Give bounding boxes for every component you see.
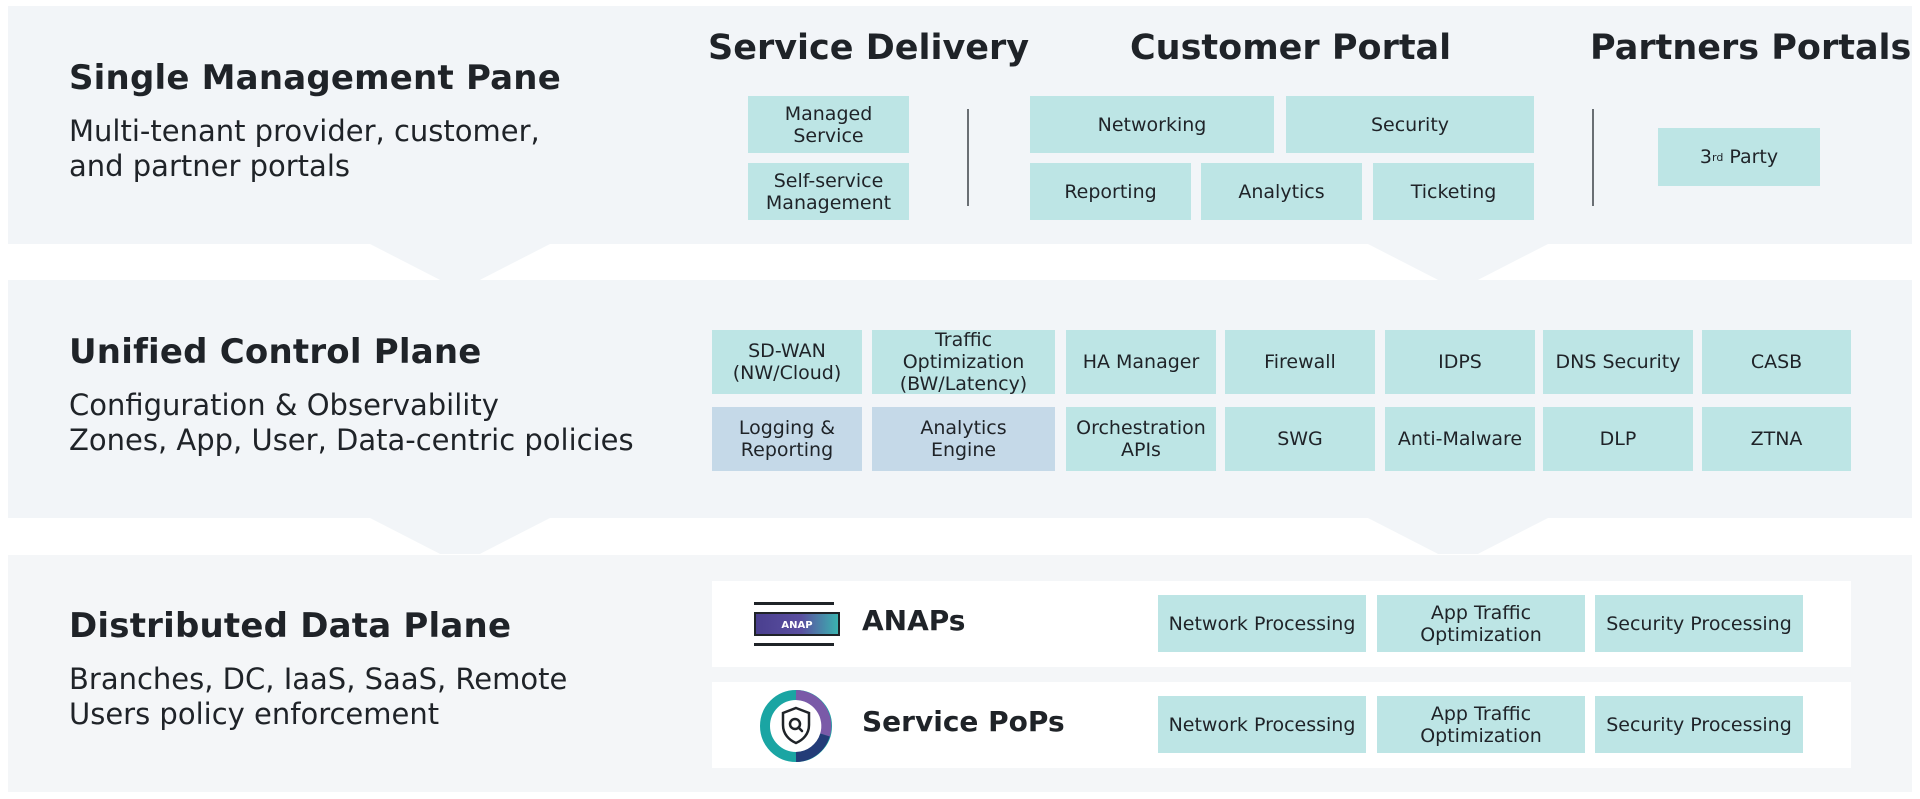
idps-box: IDPS	[1385, 330, 1535, 394]
firewall-box: Firewall	[1225, 330, 1375, 394]
management-plane-subtitle: Multi-tenant provider, customer, and par…	[69, 114, 540, 183]
dns-security-box: DNS Security	[1543, 330, 1693, 394]
ha-manager-box: HA Manager	[1066, 330, 1216, 394]
networking-box: Networking	[1030, 96, 1274, 153]
pop-app-traffic-optimization-box: App Traffic Optimization	[1377, 696, 1585, 753]
anap-network-processing-box: Network Processing	[1158, 595, 1366, 652]
security-box: Security	[1286, 96, 1534, 153]
casb-box: CASB	[1702, 330, 1851, 394]
third-party-number: 3	[1699, 146, 1712, 168]
management-plane-title: Single Management Pane	[69, 58, 561, 98]
control-plane-subtitle: Configuration & Observability Zones, App…	[69, 388, 634, 457]
ztna-box: ZTNA	[1702, 407, 1851, 471]
chevron-connector	[370, 518, 550, 554]
analytics-engine-box: Analytics Engine	[872, 407, 1055, 471]
data-plane-title: Distributed Data Plane	[69, 606, 512, 646]
anti-malware-box: Anti-Malware	[1385, 407, 1535, 471]
divider	[1592, 109, 1594, 206]
orchestration-apis-box: Orchestration APIs	[1066, 407, 1216, 471]
sd-wan-box: SD-WAN (NW/Cloud)	[712, 330, 862, 394]
service-pops-label: Service PoPs	[862, 705, 1065, 738]
divider	[967, 109, 969, 206]
service-delivery-heading: Service Delivery	[708, 28, 1030, 68]
dlp-box: DLP	[1543, 407, 1693, 471]
chevron-connector	[370, 244, 550, 280]
ticketing-box: Ticketing	[1373, 163, 1534, 220]
managed-service-box: Managed Service	[748, 96, 909, 153]
shield-search-icon	[758, 688, 834, 764]
anap-app-traffic-optimization-box: App Traffic Optimization	[1377, 595, 1585, 652]
data-plane-subtitle: Branches, DC, IaaS, SaaS, Remote Users p…	[69, 662, 568, 731]
management-plane-band	[8, 6, 1912, 244]
reporting-box: Reporting	[1030, 163, 1191, 220]
partners-portals-heading: Partners Portals	[1590, 28, 1912, 68]
chevron-connector	[1368, 518, 1548, 554]
control-plane-band	[8, 280, 1912, 518]
traffic-optimization-box: Traffic Optimization (BW/Latency)	[872, 329, 1055, 395]
pop-security-processing-box: Security Processing	[1595, 696, 1803, 753]
anap-security-processing-box: Security Processing	[1595, 595, 1803, 652]
control-plane-title: Unified Control Plane	[69, 332, 482, 372]
pop-network-processing-box: Network Processing	[1158, 696, 1366, 753]
anap-icon-text: ANAP	[781, 620, 812, 631]
self-service-management-box: Self-service Management	[748, 163, 909, 220]
swg-box: SWG	[1225, 407, 1375, 471]
third-party-ordinal: rd	[1711, 150, 1724, 164]
anap-appliance-icon: ANAP	[752, 601, 842, 647]
customer-portal-heading: Customer Portal	[1130, 28, 1452, 68]
analytics-box: Analytics	[1201, 163, 1362, 220]
anaps-label: ANAPs	[862, 604, 966, 637]
third-party-label: Party	[1723, 146, 1779, 168]
logging-reporting-box: Logging & Reporting	[712, 407, 862, 471]
chevron-connector	[1368, 244, 1548, 280]
